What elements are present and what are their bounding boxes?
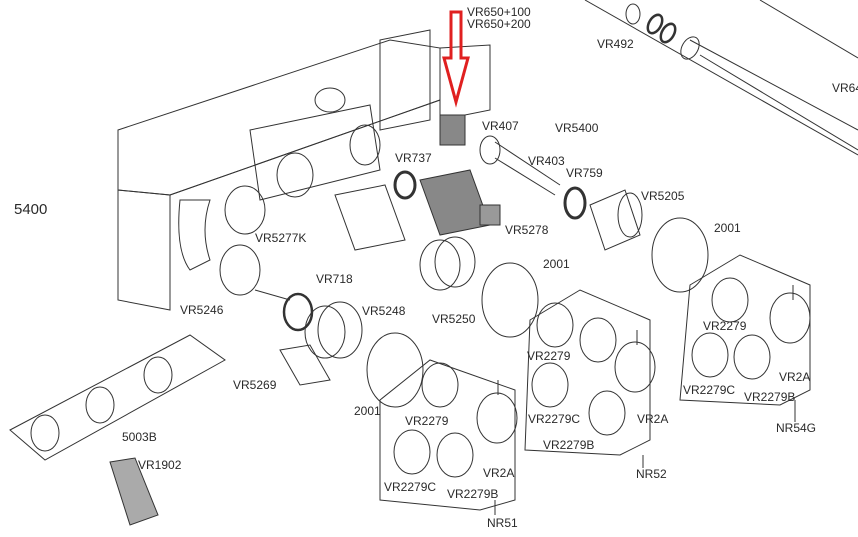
part-label: VR2279 [527, 349, 571, 363]
part-label: VR5400 [555, 121, 599, 135]
part-label: VR5246 [180, 303, 224, 317]
part-label: VR1902 [138, 458, 182, 472]
part-label: VR2279 [703, 319, 747, 333]
part-label: VR2A [779, 370, 811, 384]
part-label: VR2279B [543, 438, 595, 452]
part-label: VR2279B [744, 390, 796, 404]
part-label: VR492 [597, 37, 634, 51]
part-label: VR5205 [641, 189, 685, 203]
spindle-vr403 [479, 135, 561, 196]
part-label: VR718 [316, 272, 353, 286]
o-ring-vr737 [393, 170, 417, 200]
part-label: VR2279C [384, 480, 437, 494]
rosette-2001 [651, 217, 709, 293]
handle-kit-nr52 [524, 289, 656, 456]
part-label: VR407 [482, 119, 519, 133]
cover-plate-5003b [9, 334, 226, 461]
rosette-2001 [481, 262, 539, 338]
part-label: VR5278 [505, 223, 549, 237]
valve-body [178, 87, 381, 271]
part-label: NR52 [636, 467, 667, 481]
part-label: 2001 [354, 404, 381, 418]
part-label: VR2A [483, 466, 515, 480]
part-label: VR737 [395, 151, 432, 165]
part-label: VR650+100 [467, 5, 531, 19]
part-label: VR2279C [528, 412, 581, 426]
nut-vr5248 [304, 301, 363, 359]
part-label: 5003B [122, 430, 157, 444]
part-label: NR51 [487, 516, 518, 530]
part-label: NR54G [776, 421, 817, 435]
fitting-vr5246 [219, 244, 291, 301]
mounting-frame [117, 29, 491, 311]
part-label: VR5277K [255, 231, 307, 245]
part-label: VR5269 [233, 378, 277, 392]
part-label: 5400 [14, 201, 48, 218]
part-label: VR2279B [447, 487, 499, 501]
o-rings-vr492 [625, 3, 677, 44]
highlight-arrow [442, 10, 470, 108]
cartridge-vr5277k [334, 184, 406, 251]
connector-vr5205 [589, 189, 643, 251]
rosette-2001 [366, 332, 424, 408]
part-label: VR2279C [683, 383, 736, 397]
part-vr1902 [109, 457, 159, 526]
part-label: VR2A [637, 412, 669, 426]
o-ring-vr759 [563, 186, 587, 220]
part-label: VR2279 [405, 414, 449, 428]
handle-kit-nr51 [379, 359, 518, 515]
part-vr407 [439, 114, 466, 146]
part-label: VR5248 [362, 304, 406, 318]
handle-kit-nr54g [679, 254, 811, 406]
part-vr5269 [279, 344, 331, 386]
part-label: 2001 [543, 257, 570, 271]
part-label: VR650+200 [467, 17, 531, 31]
part-label: VR403 [528, 154, 565, 168]
part-label: VR64 [832, 81, 858, 95]
part-label: VR759 [566, 166, 603, 180]
o-ring-vr718 [282, 292, 314, 332]
part-label: VR5250 [432, 312, 476, 326]
cartridge-vr5278 [419, 169, 501, 236]
nut-vr5250 [419, 236, 476, 291]
extension-pipe [584, 0, 858, 156]
part-label: 2001 [714, 221, 741, 235]
